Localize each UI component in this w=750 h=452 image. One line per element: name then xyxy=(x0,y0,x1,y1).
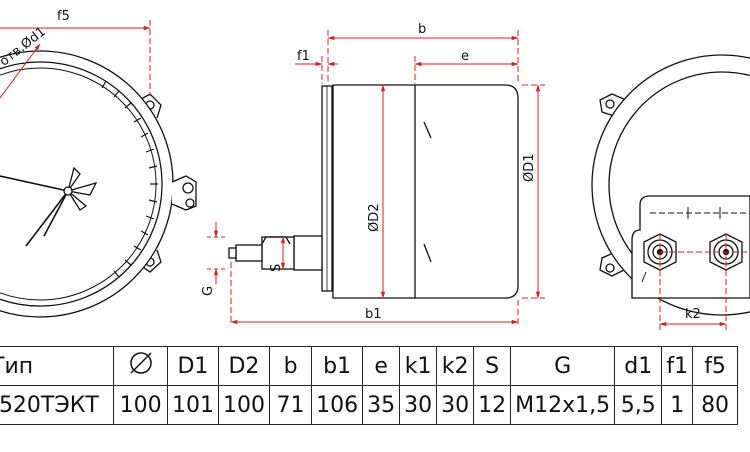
front-view xyxy=(0,50,197,318)
label-s: S xyxy=(269,264,284,272)
header-cell: f5 xyxy=(692,346,738,386)
table-cell: 100 xyxy=(113,385,168,425)
label-b1: b1 xyxy=(365,307,382,322)
dial-pointers xyxy=(0,166,98,247)
header-cell: k1 xyxy=(399,346,438,386)
table-cell: 30 xyxy=(436,385,475,425)
label-f1: f1 xyxy=(297,49,310,64)
header-cell: k2 xyxy=(436,346,475,386)
dial-scale-ticks xyxy=(101,80,158,278)
diameter-symbol-icon xyxy=(129,352,152,374)
table-cell: 100 xyxy=(217,385,270,425)
front-case-outer xyxy=(0,50,174,318)
header-cell: D1 xyxy=(166,346,219,386)
table-cell: 101 xyxy=(166,385,219,425)
header-cell: S xyxy=(473,346,512,386)
label-e: e xyxy=(461,49,469,64)
side-dimensions xyxy=(207,30,545,325)
header-cell: f1 xyxy=(661,346,694,386)
header-cell: e xyxy=(362,346,401,386)
cell-type: -520ТЭКТ xyxy=(0,385,115,425)
table-row: -520ТЭКТ 100 101 100 71 106 35 30 30 12 … xyxy=(0,385,738,425)
label-f5: f5 xyxy=(57,9,70,24)
rear-dimensions xyxy=(659,234,750,330)
header-cell: d1 xyxy=(614,346,663,386)
table-cell: 71 xyxy=(268,385,313,425)
table-cell: 1 xyxy=(661,385,694,425)
specification-table: Тип D1 D2 b b1 e k1 k2 S G d1 f1 f5 -520… xyxy=(0,346,738,425)
technical-drawing: f5 3 отв.Ød1 xyxy=(0,9,750,330)
rear-terminal-box xyxy=(631,195,750,299)
side-connector xyxy=(171,175,197,211)
header-cell-diameter xyxy=(113,346,168,386)
table-cell: 106 xyxy=(311,385,364,425)
header-cell: G xyxy=(510,346,616,386)
label-k2: k2 xyxy=(685,307,701,322)
header-cell-type: Тип xyxy=(0,346,115,386)
side-case-body xyxy=(332,84,519,299)
table-cell: 35 xyxy=(362,385,401,425)
label-d2: ØD2 xyxy=(367,203,382,232)
side-view xyxy=(228,84,519,299)
front-dimensions xyxy=(0,20,151,99)
table-cell: 5,5 xyxy=(614,385,663,425)
table-cell: М12х1,5 xyxy=(510,385,616,425)
header-cell: b xyxy=(268,346,313,386)
label-d1: ØD1 xyxy=(522,153,537,182)
table-cell: 30 xyxy=(399,385,438,425)
front-case-bezel xyxy=(0,61,163,307)
side-fitting xyxy=(228,235,323,271)
header-cell: D2 xyxy=(217,346,270,386)
header-cell: b1 xyxy=(311,346,364,386)
table-cell: 12 xyxy=(473,385,512,425)
label-b: b xyxy=(418,22,426,37)
table-cell: 80 xyxy=(692,385,738,425)
label-g: G xyxy=(201,286,216,296)
table-header-row: Тип D1 D2 b b1 e k1 k2 S G d1 f1 f5 xyxy=(0,346,738,386)
